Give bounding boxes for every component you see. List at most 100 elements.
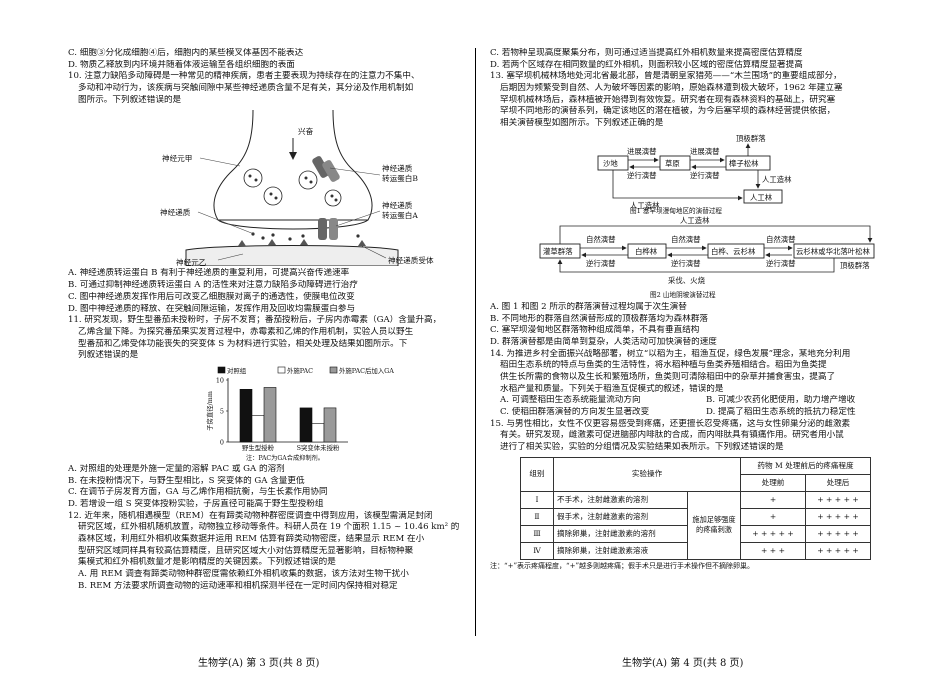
q15-stem-line3: 进行了相关实验，实验的分组情况及实验结果如表所示。下列叙述错误的是 bbox=[500, 442, 784, 453]
q15-stem-line1: 15. 与男性相比，女性不仅更容易感受到疼痛，还更擅长忍受疼痛，这与女性卵巢分泌… bbox=[490, 418, 851, 429]
q11-stem-line2: 乙烯含量下降。为探究番茄果实发育过程中，赤霉素和乙烯的作用机制，实验人员以野生 bbox=[78, 326, 414, 337]
q14-options-row-2: C. 使稻田群落演替的方向发生显著改变 D. 提高了稻田生态系统的抵抗力稳定性 bbox=[490, 407, 902, 419]
bar bbox=[299, 407, 313, 443]
node-caoyuan: 草原 bbox=[665, 159, 680, 168]
synapse-diagram: 兴奋 神经元甲 神经递质 神经递质 转运蛋白B 神经递质 转运蛋白A 神经元乙 … bbox=[160, 110, 434, 267]
q11-stem-line3: 型番茄和乙烯受体功能丧失的突变体 S 为材料进行实验，相关处理及结果如图所示。下 bbox=[78, 338, 408, 349]
q14-stem-line1: 14. 为推进乡村全面振兴战略部署，树立“以稻为主，稻渔互促，绿色发展”理念，某… bbox=[490, 348, 851, 359]
bar bbox=[323, 407, 337, 443]
th-pain: 药物 M 处理前后的疼痛程度 bbox=[740, 456, 871, 475]
bar bbox=[263, 387, 277, 443]
node-climax-1: 頂极群落 bbox=[736, 134, 766, 143]
table-row: Ⅱ 假手术，注射雌激素的溶剂 + + + + + + bbox=[520, 507, 871, 526]
label-neuron-jia: 神经元甲 bbox=[162, 153, 192, 163]
q13-stem-line2: 后期因为频繁受到自然、人为破坏等因素的影响，原始森林遭到极大破坏，1962 年建… bbox=[500, 83, 843, 94]
label-transporter-a-2: 转运蛋白A bbox=[382, 210, 418, 220]
q11-stem-line4: 列叙述错误的是 bbox=[78, 350, 139, 361]
q12-stem-line2: 研究区域，红外相机随机放置，动物独立移动等条件。科研人员在 19 个面积 1.1… bbox=[78, 522, 460, 533]
edge-natural-3: 自然演替 bbox=[766, 235, 796, 244]
cell-op: 不手术，注射雌激素的溶剂 bbox=[553, 490, 688, 509]
q11-option-c: C. 在调节子房发育方面，GA 与乙烯作用相抗衡，与生长素作用协同 bbox=[68, 487, 328, 498]
bar bbox=[251, 414, 265, 443]
q13-stem-line3: 罕坝机械林场后，森林植被开始得到有效恢复。研究者在现有森林资料的基础上，研究塞 bbox=[500, 94, 836, 105]
q12-option-a: A. 用 REM 调查有蹄类动物种群密度需依赖红外相机收集的数据，该方法对生物干… bbox=[78, 569, 409, 580]
cell-before: + + + + + bbox=[740, 524, 806, 543]
legend-swatch bbox=[277, 366, 286, 374]
y-tick-label: 0 bbox=[220, 438, 224, 446]
node-yunshan: 云杉林或华北落叶松林 bbox=[796, 247, 871, 256]
edge-plant-2: 人工造林 bbox=[630, 201, 660, 210]
th-operation: 实验操作 bbox=[553, 456, 741, 492]
left-page: C. 细胞③分化成细胞④后，细胞内的某些模叉体基因不能表达 D. 物质乙释放到内… bbox=[68, 48, 480, 593]
q14-options-row-1: A. 可调整稻田生态系统能量流动方向 B. 可减少农药化肥使用，助力增产增收 bbox=[490, 395, 902, 407]
edge-natural-1: 自然演替 bbox=[586, 235, 616, 244]
cell-before: + bbox=[740, 507, 806, 526]
th-before: 处理前 bbox=[740, 473, 806, 492]
cell-after: + + + + + bbox=[805, 507, 871, 526]
edge-regress-2: 逆行演替 bbox=[690, 171, 720, 180]
q11-stem-line1: 11. 研究发现，野生型番茄未授粉时，子房不发育；番茄授粉后，子房内赤霉素（GA… bbox=[68, 315, 442, 326]
cell-group: Ⅲ bbox=[520, 524, 554, 543]
x-tick-label: S突变体未授粉 bbox=[297, 443, 340, 452]
q10-option-c: C. 图中神经递质发挥作用后可改变乙细胞膜对离子的通透性，使膜电位改变 bbox=[68, 291, 355, 302]
q10-option-d: D. 图中神经递质的释放、在突触间隙运输，发挥作用及回收均需膜蛋白参与 bbox=[68, 303, 356, 314]
q10-stem-line3: 图所示。下列叙述错误的是 bbox=[78, 94, 182, 105]
legend-label: 外施PAC后加入GA bbox=[339, 366, 394, 375]
q14-stem-line2: 稻田生态系统的特点与鱼类的生活特性，将水稻种植与鱼类养殖相结合。稻田为鱼类提 bbox=[500, 360, 827, 371]
legend-swatch bbox=[217, 366, 226, 374]
edge-progress-1: 进展演替 bbox=[627, 147, 657, 156]
edge-regress-3: 逆行演替 bbox=[586, 259, 616, 268]
cell-op: 摘除卵巢，注射雌激素的溶剂 bbox=[553, 524, 688, 543]
q11-option-a: A. 对照组的处理是外施一定量的溶解 PAC 或 GA 的溶剂 bbox=[68, 463, 285, 474]
q12-option-b: B. REM 方法要求所调查动物的运动速率和相机探测半径在一定时间内保持相对稳定 bbox=[78, 580, 398, 591]
cell-group: Ⅰ bbox=[520, 490, 554, 509]
q10-stem-line2: 多动和冲动行为，该疾病与突触间隙中某些神经递质含量不足有关，其分泌及作用机制如 bbox=[78, 83, 414, 94]
label-transporter-a-1: 神经递质 bbox=[382, 200, 413, 210]
q14-option-d: D. 提高了稻田生态系统的抵抗力稳定性 bbox=[706, 407, 856, 417]
q13-option-d: D. 群落演替都是由简单到复杂，人类活动可加快演替的速度 bbox=[490, 336, 717, 347]
q13-stem-line1: 13. 塞罕坝机械林场地处河北省最北部，曾是清朝皇家猎苑——“木兰围场”的重要组… bbox=[490, 71, 842, 82]
q13-option-c: C. 塞罕坝漫甸地区群落物种组成简单，不具有垂直结构 bbox=[490, 325, 700, 336]
q14-option-c: C. 使稻田群落演替的方向发生显著改变 bbox=[500, 407, 650, 417]
label-transporter-b-1: 神经递质 bbox=[382, 163, 413, 173]
synapse-figure: 兴奋 神经元甲 神经递质 神经递质 转运蛋白B 神经递质 转运蛋白A 神经元乙 … bbox=[68, 108, 480, 267]
q10-stem-line1: 10. 注意力缺陷多动障碍是一种常见的精神疾病，患者主要表现为持续存在的注意力不… bbox=[68, 71, 420, 82]
table-note: 注：“+”表示疼痛程度，“+”越多则越疼痛；假手术只是进行手术操作但不摘除卵巢。 bbox=[490, 561, 755, 570]
succession-diagram-2: 灌草群落 白桦林 白桦、云杉林 云杉林或华北落叶松林 人工造林 自然演替 逆行演… bbox=[539, 216, 875, 299]
node-baihua: 白桦林 bbox=[635, 247, 658, 256]
node-shadi: 沙地 bbox=[603, 159, 618, 168]
label-receptor: 神经递质受体 bbox=[388, 255, 434, 265]
edge-plant-3: 人工造林 bbox=[680, 216, 710, 225]
cell-after: + + + + + bbox=[805, 490, 871, 509]
q13-option-a: A. 图 1 和图 2 所示的群落演替过程均属于次生演替 bbox=[490, 301, 687, 312]
node-guancong: 灌草群落 bbox=[543, 247, 573, 256]
node-baihua-yunshan: 白桦、云杉林 bbox=[711, 247, 756, 256]
figure-1-caption: 图1 塞罕坝漫甸地区的演替过程 bbox=[630, 206, 722, 214]
cell-group: Ⅱ bbox=[520, 507, 554, 526]
q14-stem-line4: 水稻产量和质量。下列关于稻渔互促模式的叙述，错误的是 bbox=[500, 383, 724, 394]
bar bbox=[239, 388, 253, 443]
chart-note: 注：PAC为GA合成抑制剂。 bbox=[246, 454, 324, 462]
node-zhang: 樟子松林 bbox=[729, 159, 759, 168]
cell-group: Ⅳ bbox=[520, 541, 554, 560]
q9-option-d: D. 物质乙释放到内环境并随着体液运输至各组织细胞的表面 bbox=[68, 59, 295, 70]
x-tick-label: 野生型授粉 bbox=[242, 443, 275, 452]
cell-merged-stimulus: 施加足够强度的疼痛刺激 bbox=[687, 490, 741, 560]
cell-op: 假手术，注射雌激素的溶剂 bbox=[553, 507, 688, 526]
q12-option-d: D. 若两个区域存在相同数量的红外相机，则面积较小区域的密度估算精度显著提高 bbox=[490, 59, 803, 70]
label-xingfen: 兴奋 bbox=[298, 126, 314, 136]
q11-option-d: D. 若增设一组 S 突变体授粉实验，子房直径可能高于野生型授粉组 bbox=[68, 499, 324, 509]
table-row: Ⅳ 摘除卵巢，注射雌激素溶液 + + + + + + + + bbox=[520, 541, 871, 560]
cell-before: + + + bbox=[740, 541, 806, 560]
legend-label: 外施PAC bbox=[287, 366, 313, 375]
legend-swatch bbox=[329, 366, 338, 374]
q10-option-a: A. 神经递质转运蛋白 B 有利于神经递质的重复利用，可提高兴奋传递速率 bbox=[68, 268, 350, 279]
cell-op: 摘除卵巢，注射雌激素溶液 bbox=[553, 541, 688, 560]
edge-regress-4: 逆行演替 bbox=[671, 259, 701, 268]
node-rengonglin: 人工林 bbox=[750, 193, 773, 202]
q12-stem-line1: 12. 近年来，随机相遇模型（REM）在有蹄类动物种群密度调查中得到应用，该模型… bbox=[68, 510, 433, 521]
page-divider bbox=[475, 48, 476, 636]
cell-after: + + + + + bbox=[805, 524, 871, 543]
